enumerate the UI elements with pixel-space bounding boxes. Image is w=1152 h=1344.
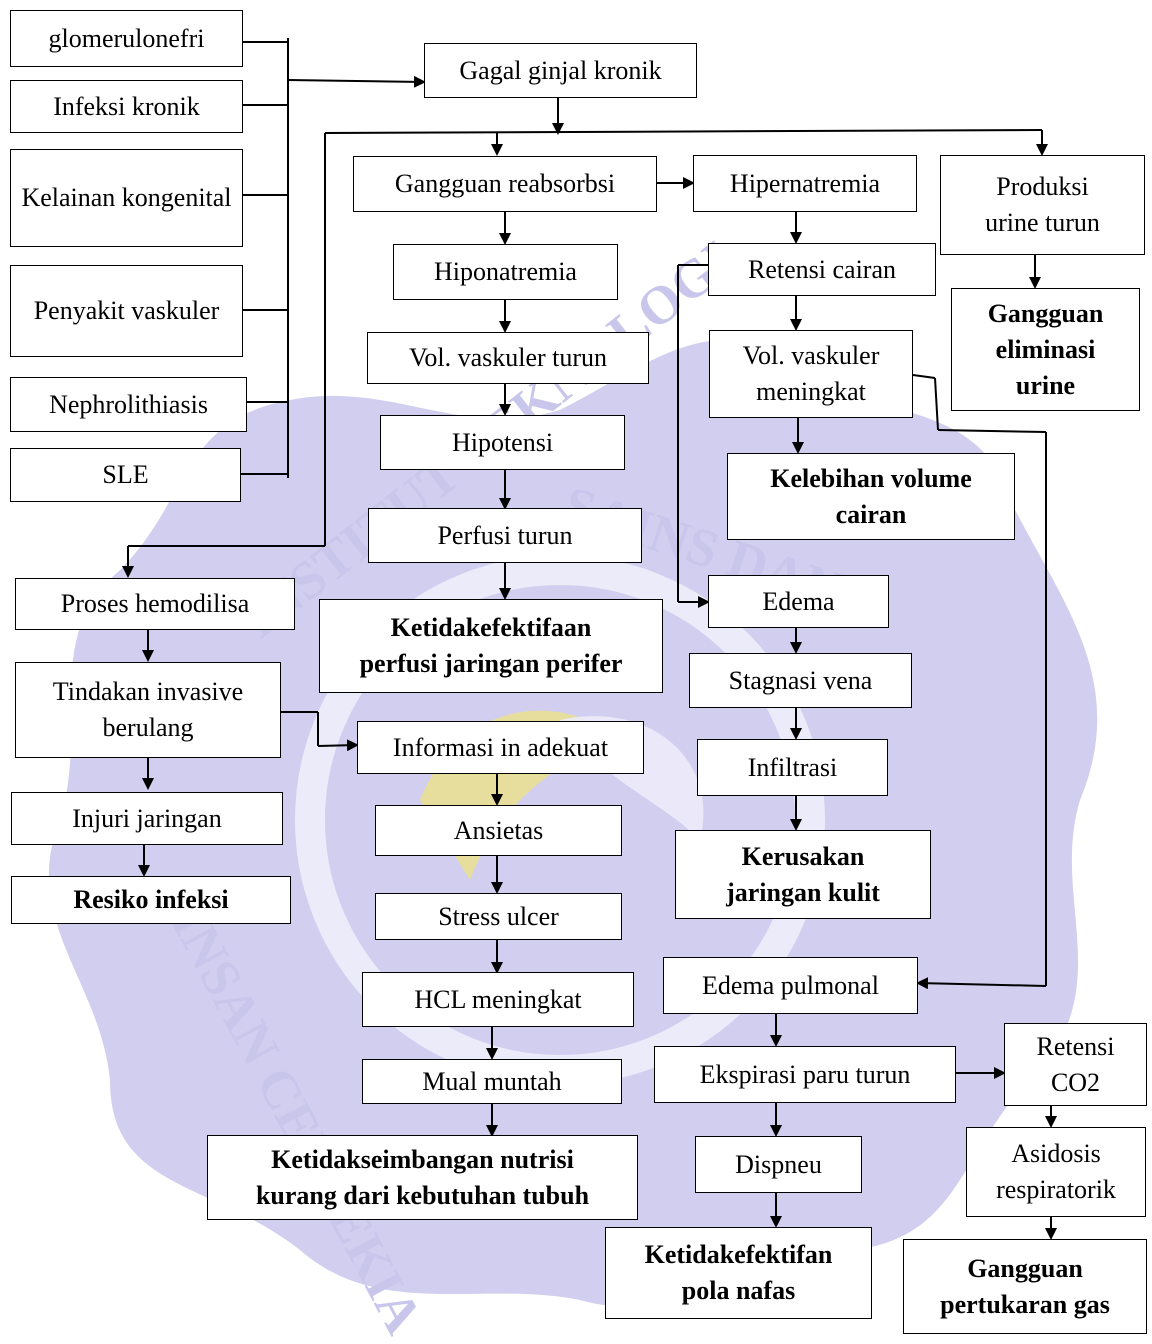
retensi-cairan-box: Retensi cairan	[708, 243, 936, 296]
hipotensi-box: Hipotensi	[380, 415, 625, 470]
diagnosis-infeksi-box: Resiko infeksi	[11, 876, 291, 924]
diagnosis-eliminasi-box: Gangguan eliminasi urine	[951, 288, 1140, 411]
dispneu-box: Dispneu	[695, 1136, 862, 1193]
diagnosis-volume-box: Kelebihan volume cairan	[727, 453, 1015, 540]
hipernatremia-box: Hipernatremia	[693, 155, 917, 212]
informasi-in-adekuat-box: Informasi in adekuat	[357, 721, 644, 774]
diagnosis-nutrisi-box: Ketidakseimbangan nutrisi kurang dari ke…	[207, 1135, 638, 1220]
perfusi-turun-box: Perfusi turun	[368, 508, 642, 563]
edema-box: Edema	[708, 575, 889, 628]
cause-kelainan-kongenital: Kelainan kongenital	[10, 149, 243, 247]
gagal-ginjal-kronik-box: Gagal ginjal kronik	[424, 43, 697, 98]
hiponatremia-box: Hiponatremia	[393, 244, 618, 300]
diagnosis-perfusi-box: Ketidakefektifaan perfusi jaringan perif…	[319, 599, 663, 693]
infiltrasi-box: Infiltrasi	[697, 739, 888, 796]
diagnosis-nafas-box: Ketidakefektifan pola nafas	[605, 1227, 872, 1319]
asidosis-respiratorik-box: Asidosis respiratorik	[966, 1127, 1146, 1217]
gangguan-reabsorbsi-box: Gangguan reabsorbsi	[353, 156, 657, 212]
injuri-jaringan-box: Injuri jaringan	[11, 792, 283, 845]
edema-pulmonal-box: Edema pulmonal	[663, 957, 918, 1014]
cause-infeksi-kronik: Infeksi kronik	[10, 80, 243, 133]
cause-sle: SLE	[10, 448, 241, 502]
vol-vaskuler-meningkat-box: Vol. vaskuler meningkat	[709, 330, 913, 418]
cause-penyakit-vaskuler: Penyakit vaskuler	[10, 265, 243, 357]
stagnasi-vena-box: Stagnasi vena	[689, 653, 912, 708]
proses-hemodilisa-box: Proses hemodilisa	[15, 578, 295, 630]
cause-glomerulonefri: glomerulonefri	[10, 10, 243, 67]
ansietas-box: Ansietas	[375, 805, 622, 856]
stress-ulcer-box: Stress ulcer	[375, 893, 622, 940]
tindakan-invasive-box: Tindakan invasive berulang	[15, 662, 281, 758]
diagnosis-gas-box: Gangguan pertukaran gas	[903, 1239, 1147, 1334]
hcl-meningkat-box: HCL meningkat	[362, 972, 634, 1027]
diagnosis-kulit-box: Kerusakan jaringan kulit	[675, 830, 931, 919]
mual-muntah-box: Mual muntah	[362, 1059, 622, 1104]
produksi-urine-turun-box: Produksi urine turun	[940, 155, 1145, 255]
ekspirasi-paru-turun-box: Ekspirasi paru turun	[654, 1046, 956, 1103]
vol-vaskuler-turun-box: Vol. vaskuler turun	[367, 332, 649, 384]
cause-nephrolithiasis: Nephrolithiasis	[10, 377, 247, 432]
retensi-co2-box: Retensi CO2	[1004, 1023, 1147, 1106]
